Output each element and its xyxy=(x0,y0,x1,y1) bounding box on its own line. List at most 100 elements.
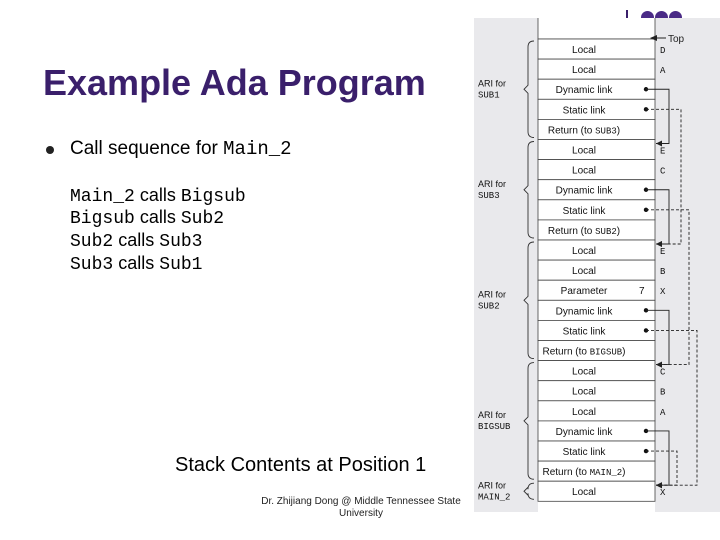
calls-word: calls xyxy=(139,207,176,227)
cell-close: ) xyxy=(622,347,625,358)
link-arrowhead xyxy=(656,482,662,489)
call-line: Sub3 calls Sub1 xyxy=(70,253,202,275)
cell-label: Static link xyxy=(563,105,607,116)
cell-label: Local xyxy=(572,367,596,378)
stack-cell xyxy=(537,480,656,502)
cell-value: 7 xyxy=(639,286,645,297)
cell-label: Local xyxy=(572,45,596,56)
cell-close: ) xyxy=(622,467,625,478)
cell-label: Local xyxy=(572,487,596,498)
stack-cell xyxy=(537,159,656,181)
cell-text: Local xyxy=(572,146,596,157)
cell-code: SUB3 xyxy=(595,126,617,136)
ari-name: SUB1 xyxy=(478,90,500,100)
calls-word: calls xyxy=(118,253,155,273)
cell-text: Return (to xyxy=(543,467,590,478)
call-line: Bigsub calls Sub2 xyxy=(70,207,224,229)
stack-cell xyxy=(537,239,656,261)
call-line: Sub2 calls Sub3 xyxy=(70,230,202,252)
top-arrowhead xyxy=(650,35,657,41)
ari-label: ARI for xyxy=(478,410,506,420)
cell-label: Dynamic link xyxy=(556,85,614,96)
cell-label: Static link xyxy=(563,206,607,217)
caller: Sub2 xyxy=(70,232,114,252)
link-arrowhead xyxy=(656,140,662,147)
variable-name: E xyxy=(660,247,665,257)
variable-name: C xyxy=(660,368,666,378)
cell-text: Local xyxy=(572,407,596,418)
link-arrowhead xyxy=(656,241,662,247)
stack-cell xyxy=(537,38,656,60)
ari-brace xyxy=(523,141,535,239)
cell-text: Local xyxy=(572,387,596,398)
cell-text: Return (to xyxy=(548,226,595,237)
ari-label: ARI for xyxy=(478,78,506,88)
stack-top-space xyxy=(537,18,656,40)
cell-text: Local xyxy=(572,266,596,277)
ari-name: SUB3 xyxy=(478,191,500,201)
variable-name: A xyxy=(660,408,666,418)
top-label: Top xyxy=(668,34,685,45)
bullet-text: Call sequence for Main_2 xyxy=(70,138,292,160)
cell-label: Dynamic link xyxy=(556,427,614,438)
stack-cell xyxy=(537,400,656,422)
cell-text: Local xyxy=(572,246,596,257)
figure-caption: Stack Contents at Position 1 xyxy=(175,454,427,476)
stack-cell xyxy=(537,139,656,161)
cell-close: ) xyxy=(617,125,620,136)
caller: Main_2 xyxy=(70,187,135,207)
cell-text: Dynamic link xyxy=(556,186,614,197)
link-line xyxy=(646,430,670,486)
bullet-label: Call sequence for xyxy=(70,138,224,159)
cell-label: Static link xyxy=(563,447,607,458)
cell-label: Return (to SUB3) xyxy=(548,125,620,136)
cell-label: Local xyxy=(572,166,596,177)
cell-text: Return (to xyxy=(548,125,595,136)
callee: Sub2 xyxy=(180,209,225,229)
cell-label: Local xyxy=(572,387,596,398)
cell-text: Return (to xyxy=(543,347,590,358)
stack-cell xyxy=(537,380,656,402)
cell-label: Return (to SUB2) xyxy=(548,226,620,237)
cell-text: Dynamic link xyxy=(556,85,614,96)
variable-name: B xyxy=(660,267,666,277)
cell-text: Static link xyxy=(563,326,607,337)
callee: Sub3 xyxy=(159,232,203,252)
cell-label: Parameter xyxy=(561,286,608,297)
cell-label: Local xyxy=(572,266,596,277)
link-arrows xyxy=(643,87,698,489)
cell-text: Static link xyxy=(563,447,607,458)
cell-label: Dynamic link xyxy=(556,306,614,317)
cell-text: Local xyxy=(572,367,596,378)
cell-label: Dynamic link xyxy=(556,186,614,197)
ari-brace xyxy=(523,40,535,138)
cell-text: Local xyxy=(572,65,596,76)
ari-name: SUB2 xyxy=(478,301,500,311)
stack-cell xyxy=(537,259,656,281)
link-line xyxy=(646,309,670,366)
cell-label: Static link xyxy=(563,326,607,337)
cell-text: Local xyxy=(572,487,596,498)
variable-name: X xyxy=(660,488,666,498)
link-line xyxy=(646,450,678,486)
cell-code: MAIN_2 xyxy=(590,468,622,478)
bullet-icon xyxy=(46,146,54,154)
cell-code: SUB2 xyxy=(595,227,617,237)
cell-text: Static link xyxy=(563,105,607,116)
bullet-code: Main_2 xyxy=(223,138,292,160)
stack-cell xyxy=(537,360,656,382)
variable-name: B xyxy=(660,388,666,398)
variable-name: C xyxy=(660,167,666,177)
ari-name: MAIN_2 xyxy=(478,492,510,502)
variable-name: X xyxy=(660,287,666,297)
cell-label: Local xyxy=(572,246,596,257)
link-line xyxy=(646,209,690,366)
calls-word: calls xyxy=(118,230,155,250)
stack-cell xyxy=(537,58,656,80)
ari-brace xyxy=(523,482,535,500)
slide-title: Example Ada Program xyxy=(43,62,426,103)
link-arrowhead xyxy=(656,361,662,368)
